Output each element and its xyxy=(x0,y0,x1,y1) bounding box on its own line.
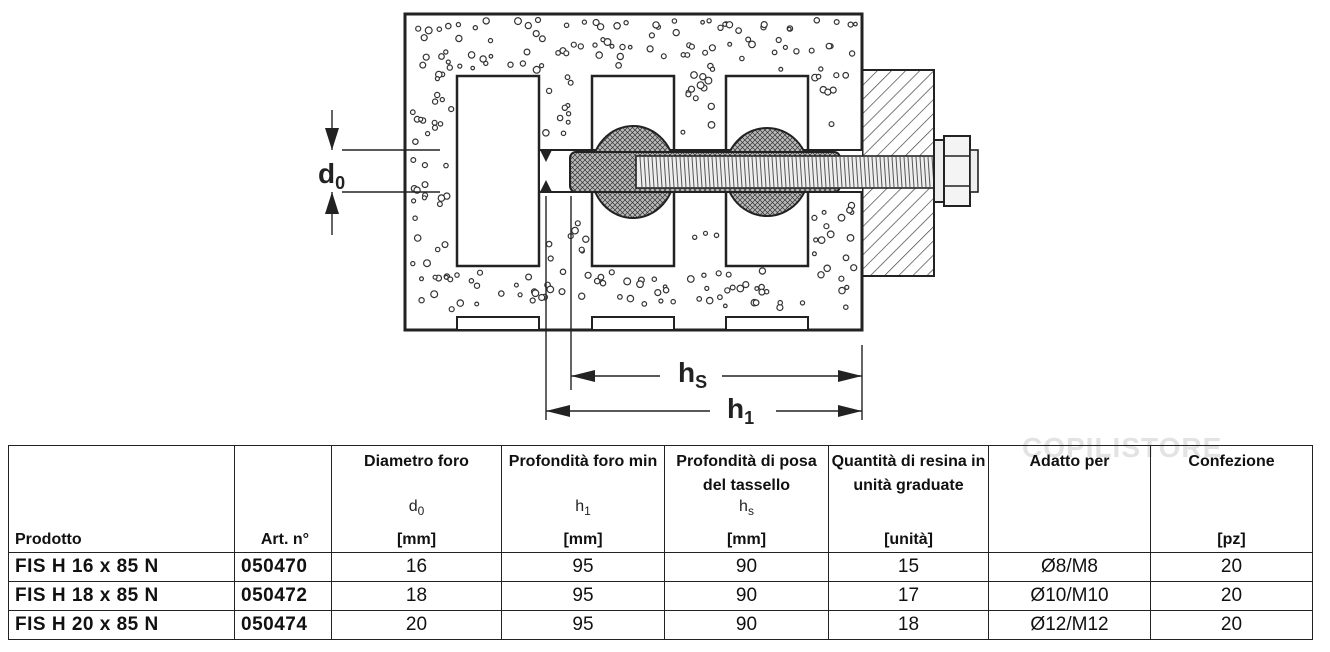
cell-pack: 20 xyxy=(1150,552,1313,582)
block-aggregate xyxy=(409,16,858,313)
d0-label: d0 xyxy=(318,158,345,193)
header-product: Prodotto xyxy=(8,445,235,553)
dimension-d0 xyxy=(325,110,440,235)
cell-diameter: 20 xyxy=(331,610,502,640)
table-row: FIS H 20 x 85 N 050474 20 95 90 18 Ø12/M… xyxy=(8,610,1313,640)
h1-label: h1 xyxy=(727,393,754,428)
cell-depth: 95 xyxy=(501,581,665,611)
bottom-slot-2 xyxy=(591,316,675,331)
cell-fit: Ø10/M10 xyxy=(988,581,1151,611)
cell-art: 050474 xyxy=(234,610,332,640)
table-row: FIS H 18 x 85 N 050472 18 95 90 17 Ø10/M… xyxy=(8,581,1313,611)
cell-setting-depth: 90 xyxy=(664,610,829,640)
header-pack: Confezione [pz] xyxy=(1150,445,1313,553)
cavity-1 xyxy=(455,74,541,268)
cell-setting-depth: 90 xyxy=(664,552,829,582)
cell-diameter: 18 xyxy=(331,581,502,611)
bottom-slot-1 xyxy=(456,316,540,331)
bottom-slot-3 xyxy=(725,316,809,331)
table-row: FIS H 16 x 85 N 050470 16 95 90 15 Ø8/M8… xyxy=(8,552,1313,582)
header-diameter: Diametro foro d0 [mm] xyxy=(331,445,502,553)
cell-depth: 95 xyxy=(501,610,665,640)
table-header-row: Prodotto Art. n° Diametro foro d0 [mm] P… xyxy=(8,445,1313,553)
cell-art: 050470 xyxy=(234,552,332,582)
cell-resin: 17 xyxy=(828,581,989,611)
cell-art: 050472 xyxy=(234,581,332,611)
header-art: Art. n° xyxy=(234,445,332,553)
cell-product: FIS H 20 x 85 N xyxy=(8,610,235,640)
cell-pack: 20 xyxy=(1150,610,1313,640)
cell-fit: Ø8/M8 xyxy=(988,552,1151,582)
header-fit: Adatto per xyxy=(988,445,1151,553)
cell-resin: 18 xyxy=(828,610,989,640)
anchor-installation-diagram: d0 hS h1 xyxy=(318,12,979,428)
cell-setting-depth: 90 xyxy=(664,581,829,611)
cell-diameter: 16 xyxy=(331,552,502,582)
dimension-hs-h1 xyxy=(545,196,863,420)
product-table: Prodotto Art. n° Diametro foro d0 [mm] P… xyxy=(8,445,1313,640)
hs-label: hS xyxy=(678,357,707,392)
header-depth: Profondità foro min h1 [mm] xyxy=(501,445,665,553)
cell-resin: 15 xyxy=(828,552,989,582)
cell-depth: 95 xyxy=(501,552,665,582)
cell-product: FIS H 18 x 85 N xyxy=(8,581,235,611)
cell-pack: 20 xyxy=(1150,581,1313,611)
washer xyxy=(933,139,945,203)
cell-product: FIS H 16 x 85 N xyxy=(8,552,235,582)
hex-nut xyxy=(943,135,971,207)
cell-fit: Ø12/M12 xyxy=(988,610,1151,640)
